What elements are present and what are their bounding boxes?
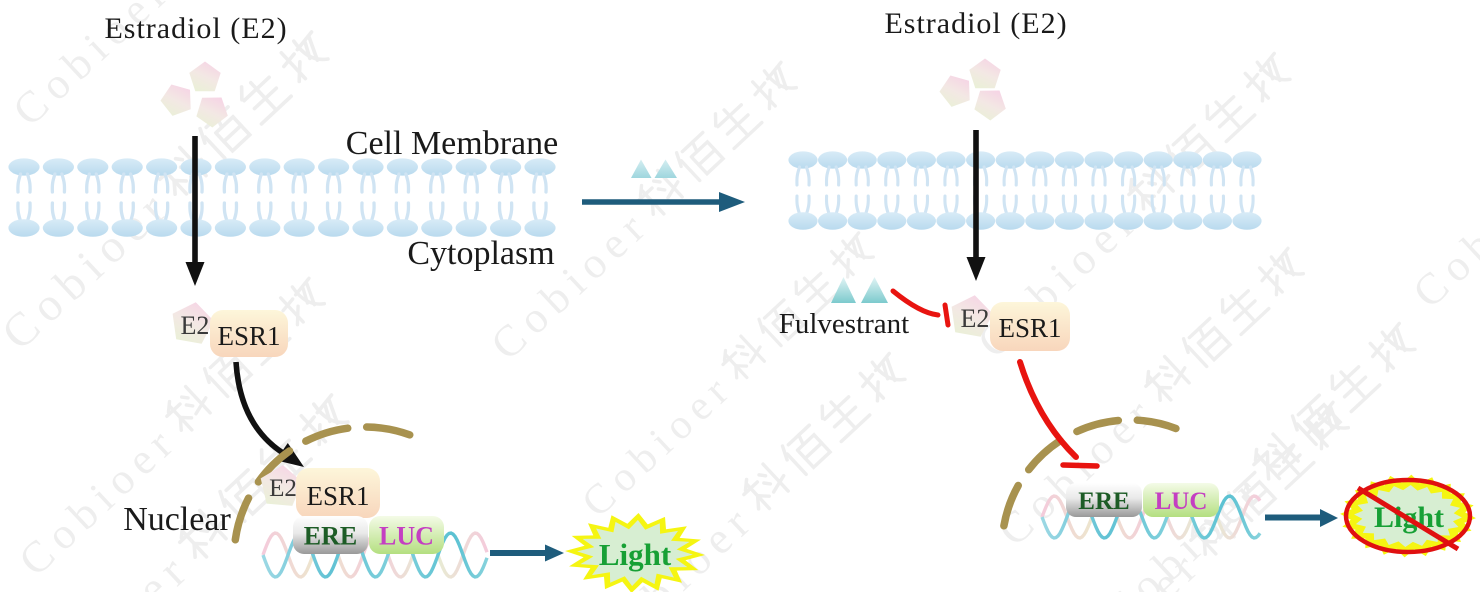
svg-text:ESR1: ESR1 xyxy=(998,313,1061,343)
svg-text:Cell Membrane: Cell Membrane xyxy=(346,125,558,162)
svg-text:LUC: LUC xyxy=(379,521,434,550)
svg-text:ERE: ERE xyxy=(304,521,357,550)
svg-text:LUC: LUC xyxy=(1155,488,1208,515)
svg-text:ERE: ERE xyxy=(1078,488,1129,515)
svg-text:E2: E2 xyxy=(269,475,297,502)
svg-text:E2: E2 xyxy=(181,311,210,340)
svg-text:Cobioer: Cobioer xyxy=(1403,147,1480,318)
svg-text:ESR1: ESR1 xyxy=(217,321,280,351)
svg-text:Light: Light xyxy=(599,537,672,572)
svg-text:E2: E2 xyxy=(961,304,990,333)
svg-text:Nuclear: Nuclear xyxy=(123,501,231,538)
svg-text:Cobioer: Cobioer xyxy=(988,385,1166,556)
svg-text:Estradiol (E2): Estradiol (E2) xyxy=(104,12,287,45)
svg-text:Cobioer: Cobioer xyxy=(573,364,742,526)
svg-text:Estradiol (E2): Estradiol (E2) xyxy=(884,7,1067,40)
svg-text:ESR1: ESR1 xyxy=(306,481,369,511)
svg-text:Cytoplasm: Cytoplasm xyxy=(407,235,554,272)
svg-text:Fulvestrant: Fulvestrant xyxy=(779,308,910,340)
